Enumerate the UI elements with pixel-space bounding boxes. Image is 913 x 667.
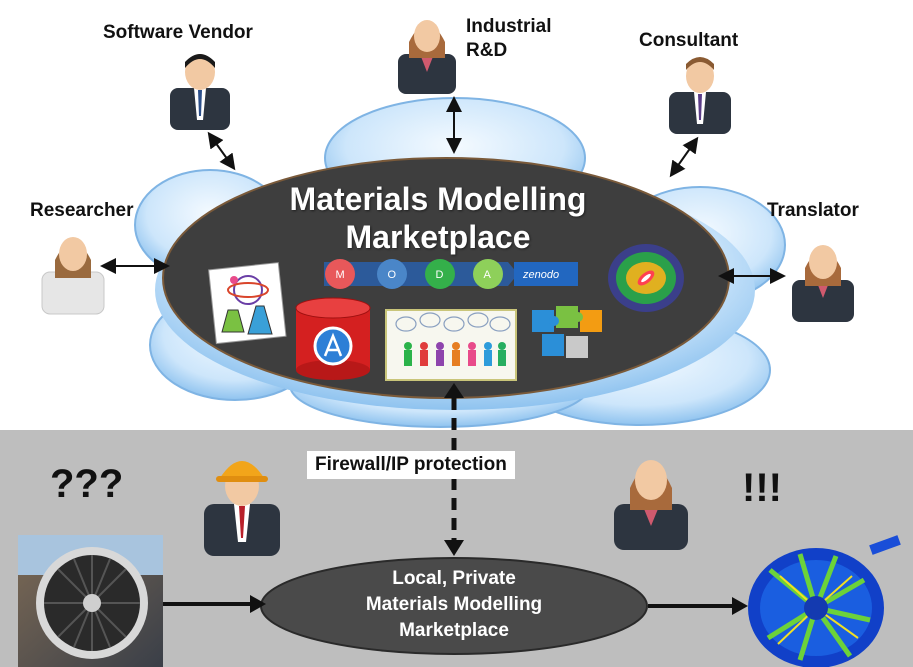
app-store-database-icon xyxy=(295,297,371,380)
firewall-arrowhead-down xyxy=(444,540,464,556)
local-marketplace-line1: Local, Private xyxy=(392,568,516,589)
software-vendor-person-icon xyxy=(170,54,230,130)
moda-workflow-chain: M O D A zenodo xyxy=(324,259,578,289)
collaboration-people-image xyxy=(385,309,517,381)
translator-label: Translator xyxy=(767,200,859,221)
researcher-person-icon xyxy=(41,237,105,315)
researcher-label: Researcher xyxy=(30,200,134,221)
moda-o-node xyxy=(377,259,407,289)
moda-m-node xyxy=(325,259,355,289)
turbine-simulation-render xyxy=(748,535,901,667)
moda-a-label: A xyxy=(484,269,492,281)
local-marketplace-line3: Marketplace xyxy=(399,620,509,641)
moda-m-label: M xyxy=(336,269,345,281)
industrial-rd-label-line2: R&D xyxy=(466,40,508,61)
moda-o-label: O xyxy=(388,269,397,281)
translator-person-icon xyxy=(792,245,854,322)
industrial-rd-label-line1: Industrial xyxy=(466,16,552,37)
engineer-hardhat-person-icon xyxy=(204,461,280,556)
consultant-person-icon xyxy=(669,57,731,134)
jet-engine-photo xyxy=(18,535,163,667)
exclamation-marks: !!! xyxy=(742,466,782,510)
arrowhead-local-to-simulation xyxy=(732,597,748,615)
firewall-arrowhead-up xyxy=(444,383,464,398)
software-vendor-label: Software Vendor xyxy=(103,22,253,43)
question-marks: ??? xyxy=(50,462,124,506)
consultant-label: Consultant xyxy=(639,30,739,51)
moda-a-node xyxy=(473,259,503,289)
simulation-render-image xyxy=(608,244,684,312)
marketplace-title-line2: Marketplace xyxy=(345,219,531,255)
marketplace-title-line1: Materials Modelling xyxy=(289,181,587,217)
arrowhead-engine-to-local xyxy=(250,595,266,613)
puzzle-pieces-icon xyxy=(532,306,602,358)
industrial-rd-person-icon xyxy=(398,20,456,94)
firewall-label: Firewall/IP protection xyxy=(307,451,515,479)
zenodo-label: zenodo xyxy=(522,269,559,281)
arrow-consultant xyxy=(669,136,699,178)
arrow-software-vendor xyxy=(207,131,236,171)
zenodo-badge xyxy=(514,262,578,286)
business-woman-person-icon xyxy=(614,460,688,550)
local-marketplace-line2: Materials Modelling xyxy=(365,594,543,615)
moda-d-label: D xyxy=(436,269,444,281)
moda-d-node xyxy=(425,259,455,289)
chemistry-collage-icon xyxy=(208,262,287,345)
